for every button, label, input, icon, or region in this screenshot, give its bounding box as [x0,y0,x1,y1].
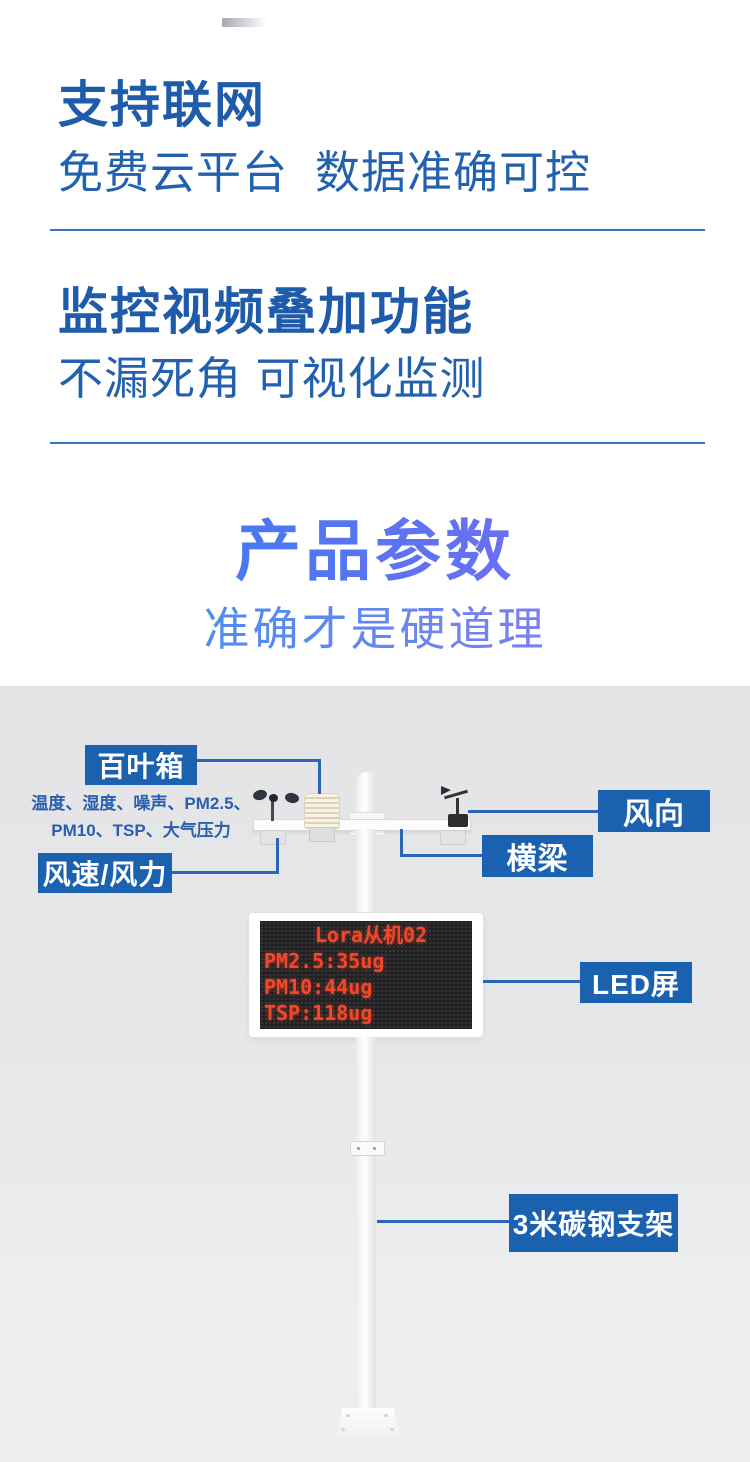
pole-flange-joint [350,1141,385,1156]
led-line: PM2.5:35ug [264,949,385,973]
pole-lower [356,1037,376,1410]
top-smudge [222,18,272,27]
led-line: TSP:118ug [264,1001,373,1025]
section-divider [50,229,705,231]
connector-wind-speed [276,838,279,874]
connector-beam [400,829,403,857]
sensor-parameter-note: 温度、湿度、噪声、PM2.5、 PM10、TSP、大气压力 [25,790,257,844]
product-diagram: Lora从机02 PM2.5:35ug PM10:44ug TSP:118ug … [0,686,750,1462]
led-line: PM10:44ug [264,975,373,999]
bolt-hole [384,1414,388,1417]
connector-louver [197,759,321,762]
pole-middle [356,829,376,915]
params-title: 产品参数 [0,498,750,594]
louver-base [309,827,335,842]
label-bracket: 3米碳钢支架 [509,1194,678,1252]
feature1-subtitle: 免费云平台 数据准确可控 [58,147,592,198]
base-plate [336,1408,400,1438]
led-line: Lora从机02 [314,923,428,947]
right-sensor-mount [440,830,466,845]
feature2-subtitle: 不漏死角 可视化监测 [58,353,486,404]
connector-wind-speed [172,871,279,874]
bolt-hole [390,1428,394,1431]
bolt-dots [357,1147,360,1150]
feature2-title: 监控视频叠加功能 [58,284,474,340]
sensor-note-line2: PM10、TSP、大气压力 [51,821,231,840]
wind-vane-stem [456,798,459,818]
led-screen: Lora从机02 PM2.5:35ug PM10:44ug TSP:118ug [260,921,472,1029]
label-led-screen: LED屏 [580,962,692,1003]
wind-vane-icon [441,786,451,795]
label-crossbeam: 横梁 [482,835,593,877]
feature1-title: 支持联网 [58,77,266,133]
params-subtitle: 准确才是硬道理 [0,593,750,659]
louver-box-icon [304,793,340,829]
section-divider [50,442,705,444]
connector-wind-direction [468,810,598,813]
label-wind-direction: 风向 [598,790,710,832]
anemometer-stem [271,801,274,821]
anemometer-icon [284,791,300,805]
connector-bracket [377,1220,509,1223]
bolt-hole [341,1428,345,1431]
bolt-hole [346,1414,350,1417]
label-wind-speed: 风速/风力 [38,853,172,893]
anemometer-icon [269,794,278,802]
connector-louver [318,759,321,794]
wind-vane-base [448,814,468,827]
label-louver-box: 百叶箱 [85,745,197,785]
connector-beam [400,854,482,857]
connector-led [483,980,580,983]
left-sensor-mount [260,830,286,845]
sensor-note-line1: 温度、湿度、噪声、PM2.5、 [31,794,251,813]
